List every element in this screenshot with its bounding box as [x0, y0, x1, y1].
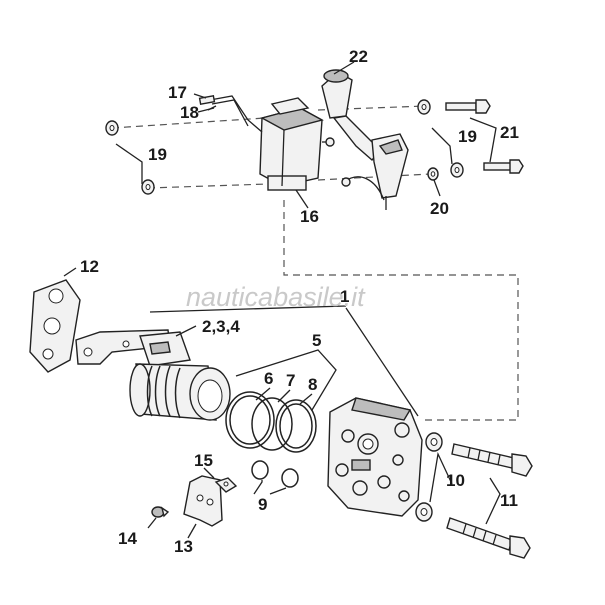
bolt-21-top — [445, 99, 491, 114]
washer-19-right-top — [417, 99, 431, 115]
callout-16: 16 — [300, 207, 319, 226]
washer-10-top — [425, 432, 443, 452]
clip-15 — [214, 477, 238, 493]
o-ring-9-right — [281, 468, 299, 488]
callout-1: 1 — [340, 287, 349, 306]
bolt-11-bottom — [446, 517, 531, 559]
callout-14: 14 — [118, 529, 137, 548]
o-ring-8 — [275, 399, 317, 453]
spark-plug-lead-22 — [321, 69, 409, 210]
callout-22: 22 — [349, 47, 368, 66]
callout-11: 11 — [500, 491, 518, 510]
watermark-text: nauticabasile.it — [186, 282, 366, 312]
bolt-21-bottom — [483, 159, 524, 174]
washer-20 — [427, 167, 439, 181]
o-ring-9-left — [251, 460, 269, 480]
callout-19-left: 19 — [148, 145, 167, 164]
ground-wire-17-18 — [197, 95, 263, 133]
o-ring-6 — [225, 391, 275, 449]
callout-19-right: 19 — [458, 127, 477, 146]
callout-21: 21 — [500, 123, 519, 142]
plate-13 — [183, 475, 223, 527]
ignition-coil-16 — [259, 97, 335, 191]
cylinder-head-1 — [327, 397, 423, 517]
bolt-11-top — [451, 443, 533, 477]
screw-14 — [151, 506, 170, 518]
leader-lines — [63, 61, 501, 539]
callout-6: 6 — [264, 369, 273, 388]
callout-7: 7 — [286, 371, 295, 390]
callout-8: 8 — [308, 375, 317, 394]
washer-19-left-bottom — [141, 179, 155, 195]
callout-9: 9 — [258, 495, 267, 514]
callout-5: 5 — [312, 331, 321, 350]
cylinder-body-2-3-4 — [129, 331, 231, 421]
callout-18: 18 — [180, 103, 199, 122]
callout-12: 12 — [80, 257, 99, 276]
o-ring-7 — [251, 397, 293, 451]
callout-15: 15 — [194, 451, 213, 470]
gasket-12 — [29, 279, 81, 373]
washer-19-left-top — [105, 120, 119, 136]
callout-2-3-4: 2,3,4 — [202, 317, 240, 336]
callout-20: 20 — [430, 199, 449, 218]
callout-17: 17 — [168, 83, 187, 102]
washer-10-bottom — [415, 502, 433, 522]
washer-19-right-bottom — [450, 162, 464, 178]
callout-13: 13 — [174, 537, 193, 556]
callout-10: 10 — [446, 471, 465, 490]
